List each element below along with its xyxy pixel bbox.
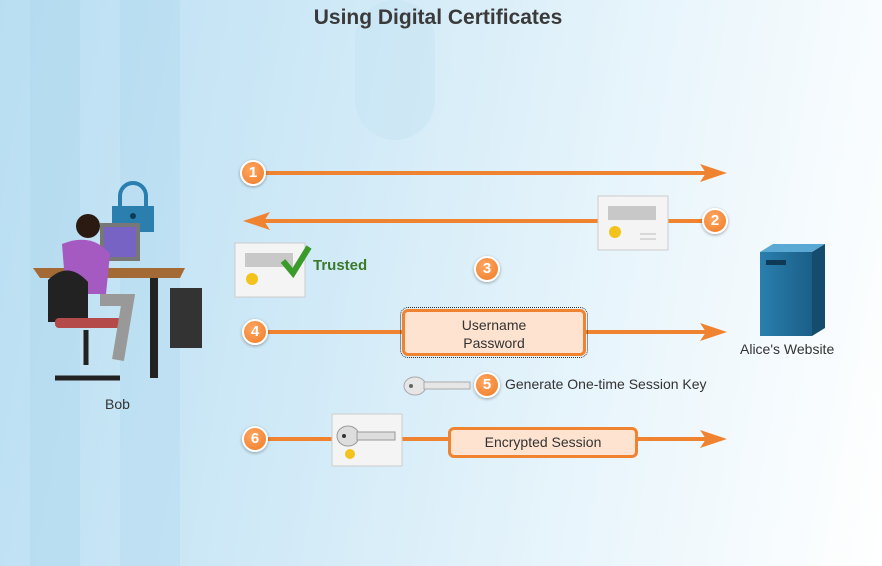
server-label: Alice's Website bbox=[740, 341, 835, 357]
step-4-badge: 4 bbox=[242, 319, 268, 345]
encrypted-session-box: Encrypted Session bbox=[448, 427, 638, 458]
password-label: Password bbox=[463, 335, 525, 351]
step-2-badge: 2 bbox=[702, 208, 728, 234]
encrypted-certificate-icon bbox=[331, 413, 403, 467]
trusted-label: Trusted bbox=[313, 257, 368, 274]
trusted-certificate-icon bbox=[234, 242, 312, 298]
username-label: Username bbox=[461, 317, 527, 333]
server-icon bbox=[760, 244, 825, 336]
bob-workstation-illustration bbox=[33, 181, 202, 381]
session-key-label: Generate One-time Session Key bbox=[505, 376, 707, 392]
client-label: Bob bbox=[105, 396, 130, 412]
step-1-badge: 1 bbox=[240, 160, 266, 186]
step-5-badge: 5 bbox=[474, 372, 500, 398]
credentials-box: Username Password bbox=[400, 307, 588, 358]
key-icon bbox=[403, 376, 471, 396]
step-3-badge: 3 bbox=[474, 256, 500, 282]
page-title: Using Digital Certificates bbox=[313, 6, 563, 29]
step-6-badge: 6 bbox=[242, 426, 268, 452]
certificate-icon bbox=[597, 195, 669, 251]
